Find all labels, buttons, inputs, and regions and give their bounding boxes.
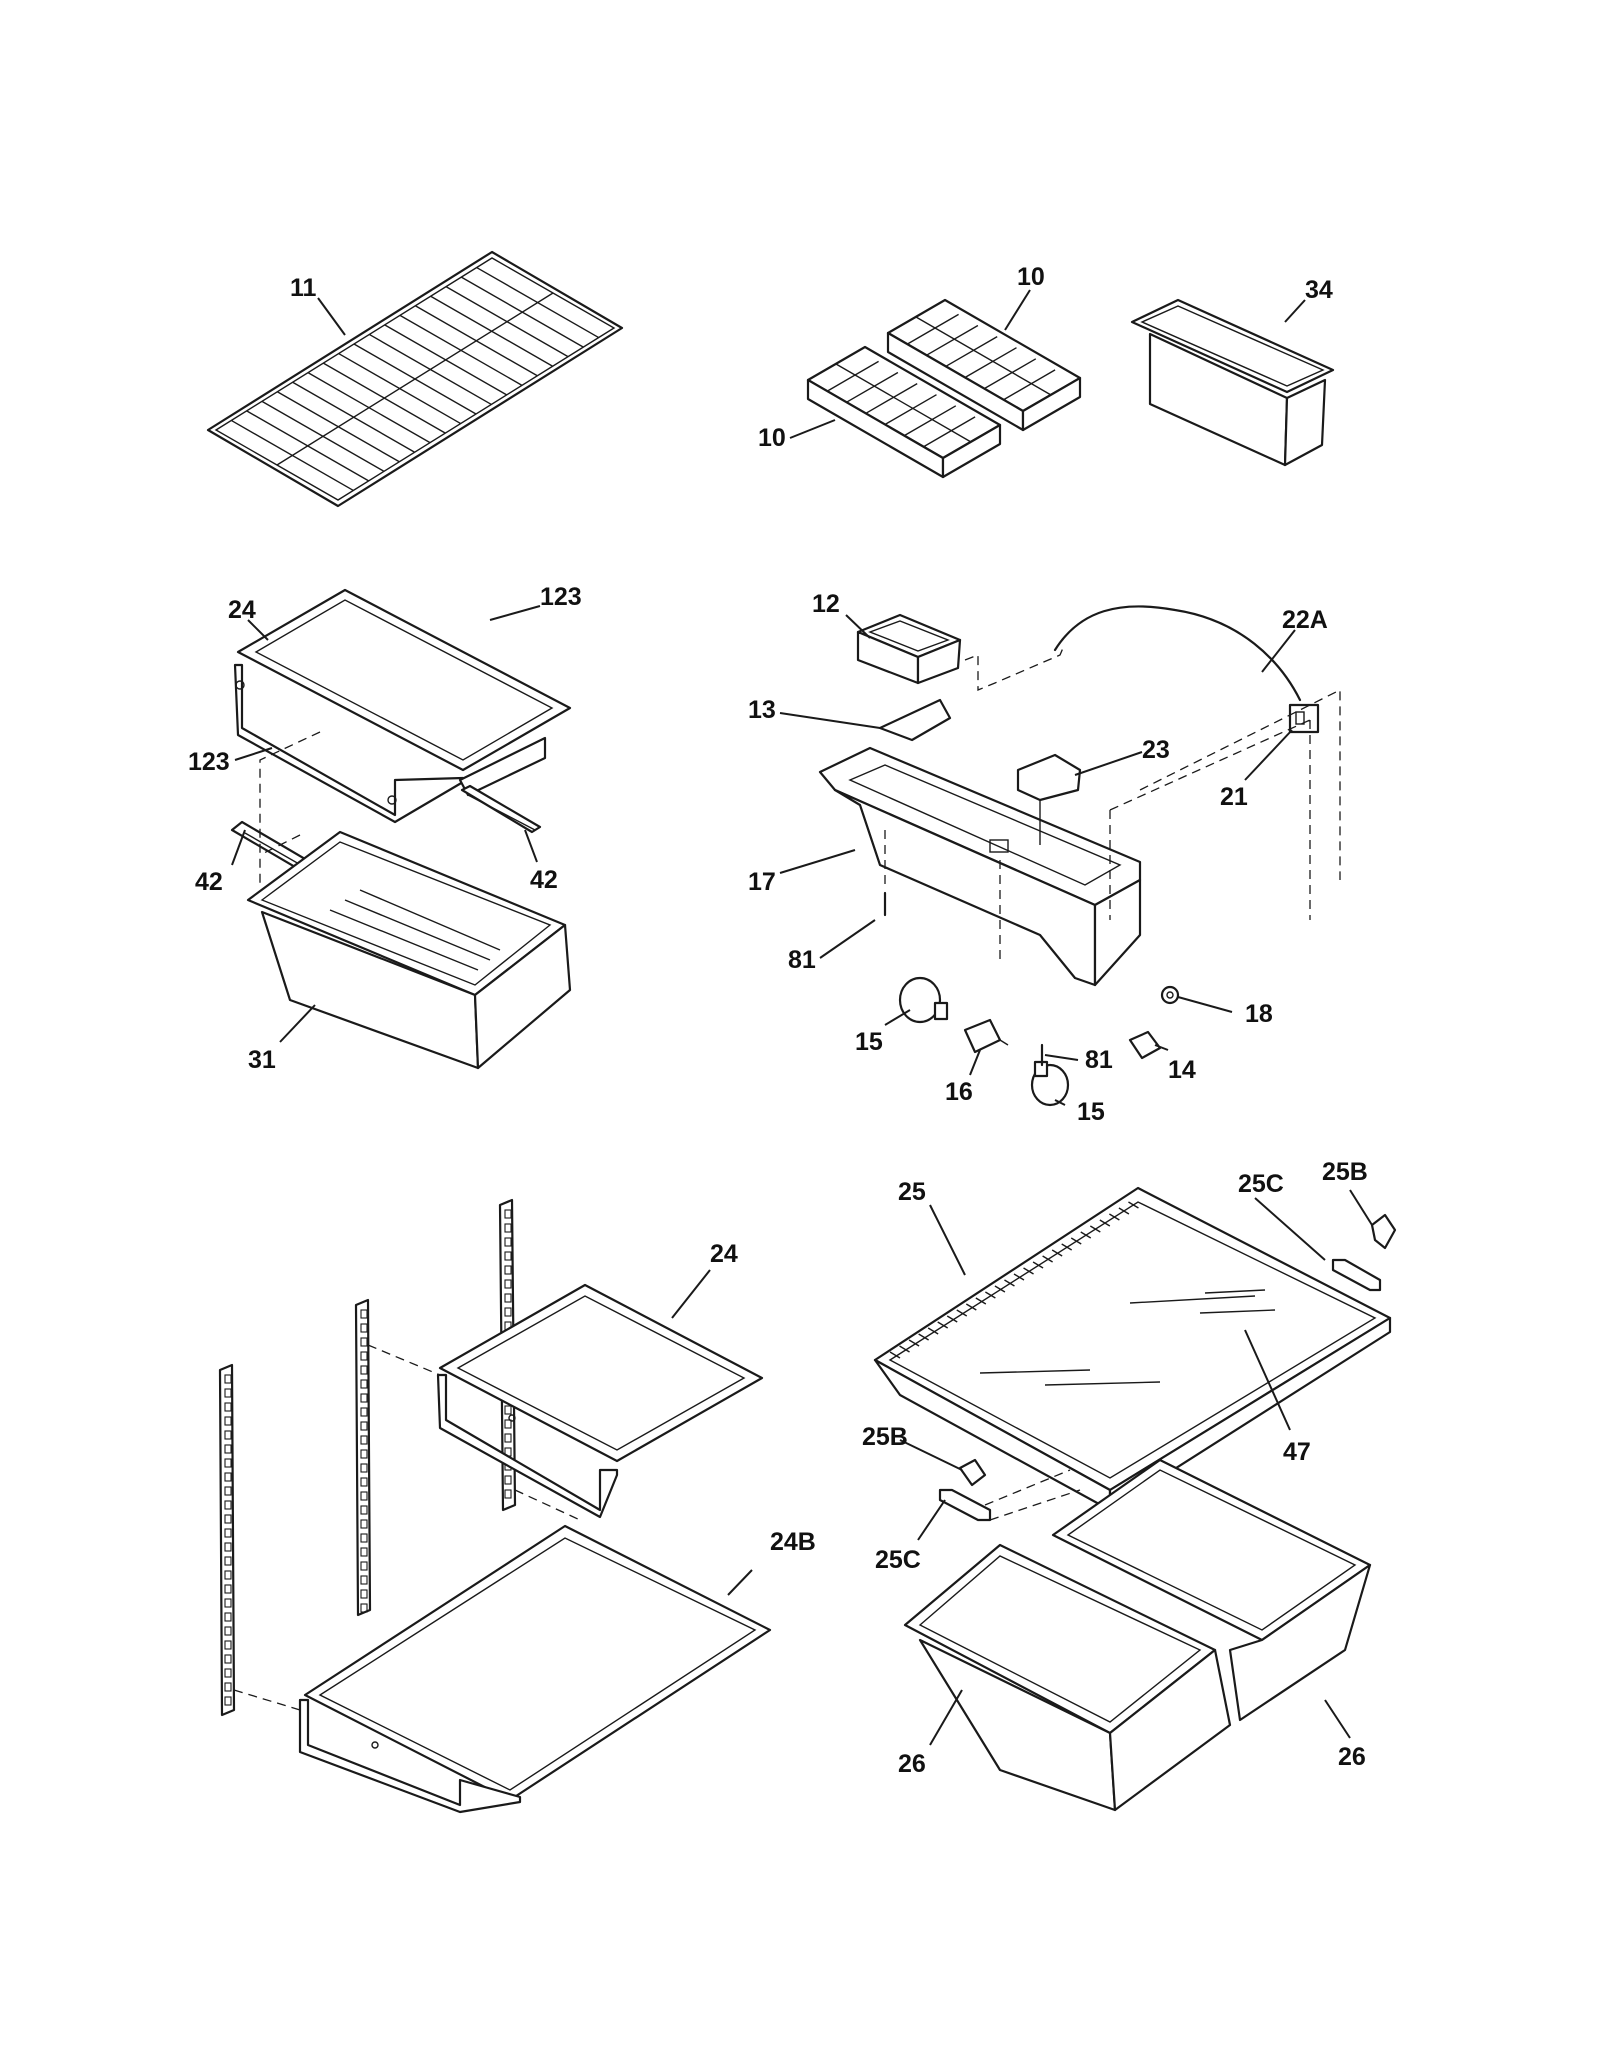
label-22A: 22A bbox=[1282, 606, 1328, 634]
glass-shelf-part-24-lower[interactable] bbox=[367, 1283, 764, 1519]
bracket-part-25C-left[interactable] bbox=[938, 1488, 992, 1522]
label-15-left: 15 bbox=[855, 1028, 883, 1056]
chute-part-12[interactable] bbox=[856, 613, 962, 685]
light-housing-part-17[interactable] bbox=[818, 746, 1142, 987]
label-14: 14 bbox=[1168, 1056, 1196, 1084]
light-bulb-part-15-left[interactable] bbox=[898, 976, 949, 1024]
crisper-cover-part-25[interactable] bbox=[873, 1186, 1392, 1512]
crisper-drawer-part-31[interactable] bbox=[246, 830, 572, 1070]
label-10-bottom: 10 bbox=[758, 424, 786, 452]
ice-tray-part-10-back[interactable] bbox=[886, 298, 1082, 432]
label-123-top: 123 bbox=[540, 583, 582, 611]
clip-part-25B-right[interactable] bbox=[1370, 1213, 1397, 1250]
shelf-standard-left[interactable] bbox=[218, 1363, 236, 1717]
clip-part-25B-left[interactable] bbox=[958, 1458, 987, 1487]
storage-bin-part-34[interactable] bbox=[1130, 298, 1335, 467]
label-25C-left: 25C bbox=[875, 1546, 921, 1574]
label-16: 16 bbox=[945, 1078, 973, 1106]
label-18: 18 bbox=[1245, 1000, 1273, 1028]
label-10-top: 10 bbox=[1017, 263, 1045, 291]
label-34: 34 bbox=[1305, 276, 1333, 304]
label-13: 13 bbox=[748, 696, 776, 724]
wire-shelf-part-11[interactable] bbox=[206, 250, 624, 508]
label-15-bottom: 15 bbox=[1077, 1098, 1105, 1126]
label-81-left: 81 bbox=[788, 946, 816, 974]
label-81-right: 81 bbox=[1085, 1046, 1113, 1074]
crisper-drawer-part-26-left[interactable] bbox=[903, 1543, 1232, 1812]
bracket-part-25C-right[interactable] bbox=[1331, 1258, 1382, 1292]
label-25C-top: 25C bbox=[1238, 1170, 1284, 1198]
label-25: 25 bbox=[898, 1178, 926, 1206]
light-bulb-part-15-right[interactable] bbox=[1030, 1060, 1070, 1107]
leader-lines bbox=[231, 289, 1373, 1746]
wire-harness-part-22A[interactable] bbox=[1053, 605, 1302, 702]
shelf-standard-middle[interactable] bbox=[354, 1298, 372, 1617]
label-25B-top: 25B bbox=[1322, 1158, 1368, 1186]
label-24-lower: 24 bbox=[710, 1240, 738, 1268]
lamp-socket-part-16[interactable] bbox=[963, 1018, 1009, 1054]
label-24B: 24B bbox=[770, 1528, 816, 1556]
ice-tray-part-10-front[interactable] bbox=[806, 345, 1002, 479]
crisper-drawer-part-26-right[interactable] bbox=[1051, 1458, 1372, 1722]
label-26-right: 26 bbox=[1338, 1743, 1366, 1771]
glass-insert-part-47[interactable] bbox=[979, 1289, 1276, 1386]
switch-part-18[interactable] bbox=[1160, 985, 1180, 1005]
label-17: 17 bbox=[748, 868, 776, 896]
connector-part-21[interactable] bbox=[1288, 703, 1320, 734]
glass-shelf-part-24-top[interactable] bbox=[233, 588, 572, 824]
label-25B-left: 25B bbox=[862, 1423, 908, 1451]
label-24-top: 24 bbox=[228, 596, 256, 624]
label-26-left: 26 bbox=[898, 1750, 926, 1778]
switch-part-14[interactable] bbox=[1128, 1030, 1162, 1060]
glass-shelf-part-24B[interactable] bbox=[233, 1489, 772, 1814]
control-part-23[interactable] bbox=[1016, 753, 1082, 845]
damper-part-13[interactable] bbox=[878, 698, 952, 742]
label-42-left: 42 bbox=[195, 868, 223, 896]
label-11: 11 bbox=[290, 274, 317, 302]
slide-rail-part-42-right[interactable] bbox=[460, 784, 542, 834]
label-47: 47 bbox=[1283, 1438, 1311, 1466]
label-42-right: 42 bbox=[530, 866, 558, 894]
label-12: 12 bbox=[812, 590, 840, 618]
label-31: 31 bbox=[248, 1046, 276, 1074]
label-23: 23 bbox=[1142, 736, 1170, 764]
label-21: 21 bbox=[1220, 783, 1248, 811]
label-123-left: 123 bbox=[188, 748, 230, 776]
